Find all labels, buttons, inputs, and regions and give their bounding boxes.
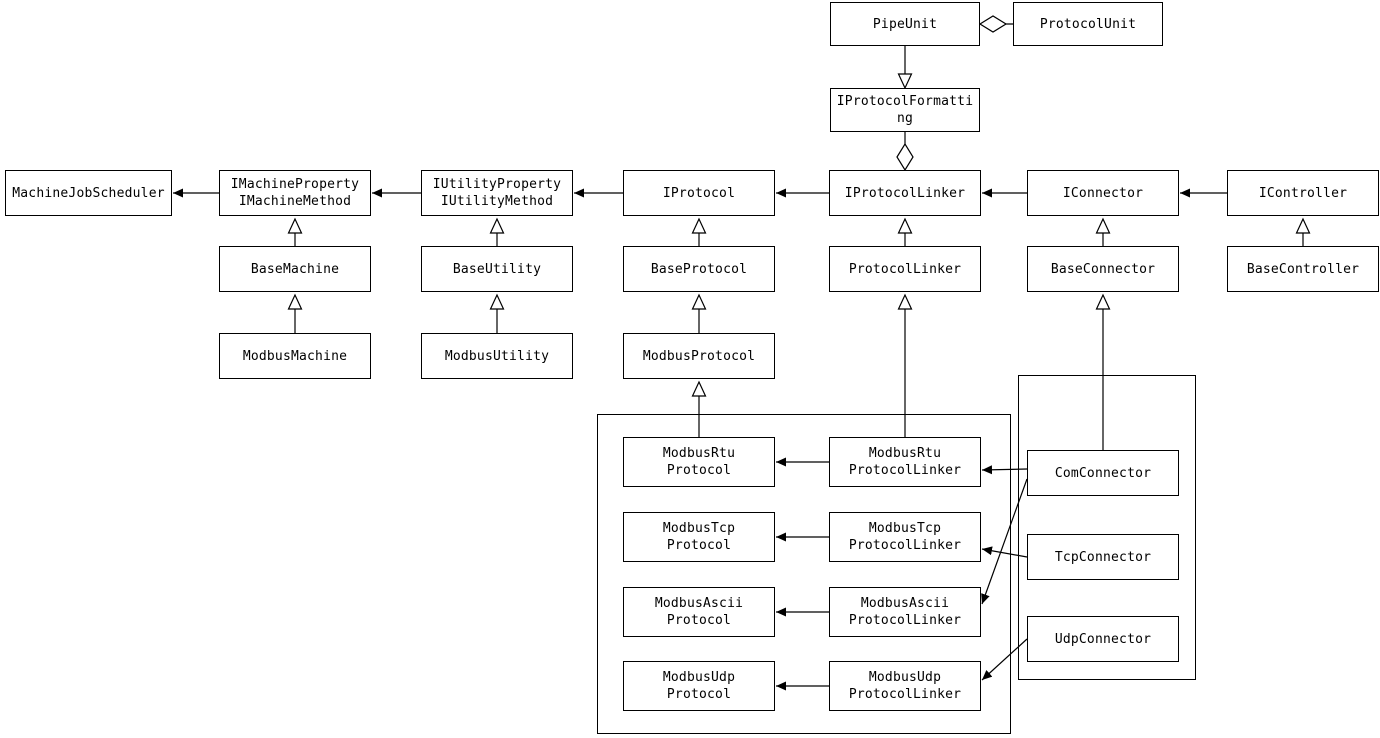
inherit-basecontroller-tri [1295,217,1311,234]
class-box-IConnector[interactable]: IConnector [1027,170,1179,216]
class-box-ModbusProtocol[interactable]: ModbusProtocol [623,333,775,379]
class-box-MachineJobScheduler[interactable]: MachineJobScheduler [5,170,172,216]
class-box-ModbusTcpProtocol[interactable]: ModbusTcp Protocol [623,512,775,562]
class-box-ModbusMachine[interactable]: ModbusMachine [219,333,371,379]
class-box-IProtocolLinker[interactable]: IProtocolLinker [829,170,981,216]
class-box-BaseController[interactable]: BaseController [1227,246,1379,292]
class-box-ModbusUtility[interactable]: ModbusUtility [421,333,573,379]
class-box-BaseProtocol[interactable]: BaseProtocol [623,246,775,292]
class-box-ComConnector[interactable]: ComConnector [1027,450,1179,496]
inherit-baseconnector-tri [1095,217,1111,234]
class-box-TcpConnector[interactable]: TcpConnector [1027,534,1179,580]
class-box-ModbusRtuProtocol[interactable]: ModbusRtu Protocol [623,437,775,487]
class-box-ModbusTcpProtocolLinker[interactable]: ModbusTcp ProtocolLinker [829,512,981,562]
inherit-modbusprotocol-tri [691,293,707,310]
aggregation-diamond-iprotocollinker [896,142,914,172]
class-box-ProtocolLinker[interactable]: ProtocolLinker [829,246,981,292]
inherit-modbusrtuprotocollinker-tri [897,293,913,310]
class-box-IUtilityProperty[interactable]: IUtilityProperty IUtilityMethod [421,170,573,216]
inherit-tri-iprotocolformatting [897,73,913,90]
inherit-modbusmachine-tri [287,293,303,310]
class-box-IMachineProperty[interactable]: IMachineProperty IMachineMethod [219,170,371,216]
inherit-modbusrtuprotocol-tri [691,380,707,397]
class-box-BaseMachine[interactable]: BaseMachine [219,246,371,292]
inherit-basemachine-tri [287,217,303,234]
inherit-baseutility-tri [489,217,505,234]
class-box-IProtocolFormatting[interactable]: IProtocolFormatti ng [830,88,980,132]
class-box-ModbusAsciiProtocol[interactable]: ModbusAscii Protocol [623,587,775,637]
class-box-IProtocol[interactable]: IProtocol [623,170,775,216]
class-box-ProtocolUnit[interactable]: ProtocolUnit [1013,2,1163,46]
class-box-IController[interactable]: IController [1227,170,1379,216]
class-box-BaseConnector[interactable]: BaseConnector [1027,246,1179,292]
class-box-ModbusUdpProtocol[interactable]: ModbusUdp Protocol [623,661,775,711]
inherit-comconnector-tri [1095,293,1111,310]
class-box-UdpConnector[interactable]: UdpConnector [1027,616,1179,662]
inherit-protocollinker-tri [897,217,913,234]
inherit-baseprotocol-tri [691,217,707,234]
inherit-modbusutility-tri [489,293,505,310]
aggregation-diamond-pipeunit [978,15,1008,33]
class-box-ModbusAsciiProtocolLinker[interactable]: ModbusAscii ProtocolLinker [829,587,981,637]
class-box-BaseUtility[interactable]: BaseUtility [421,246,573,292]
class-box-PipeUnit[interactable]: PipeUnit [830,2,980,46]
class-box-ModbusUdpProtocolLinker[interactable]: ModbusUdp ProtocolLinker [829,661,981,711]
class-box-ModbusRtuProtocolLinker[interactable]: ModbusRtu ProtocolLinker [829,437,981,487]
